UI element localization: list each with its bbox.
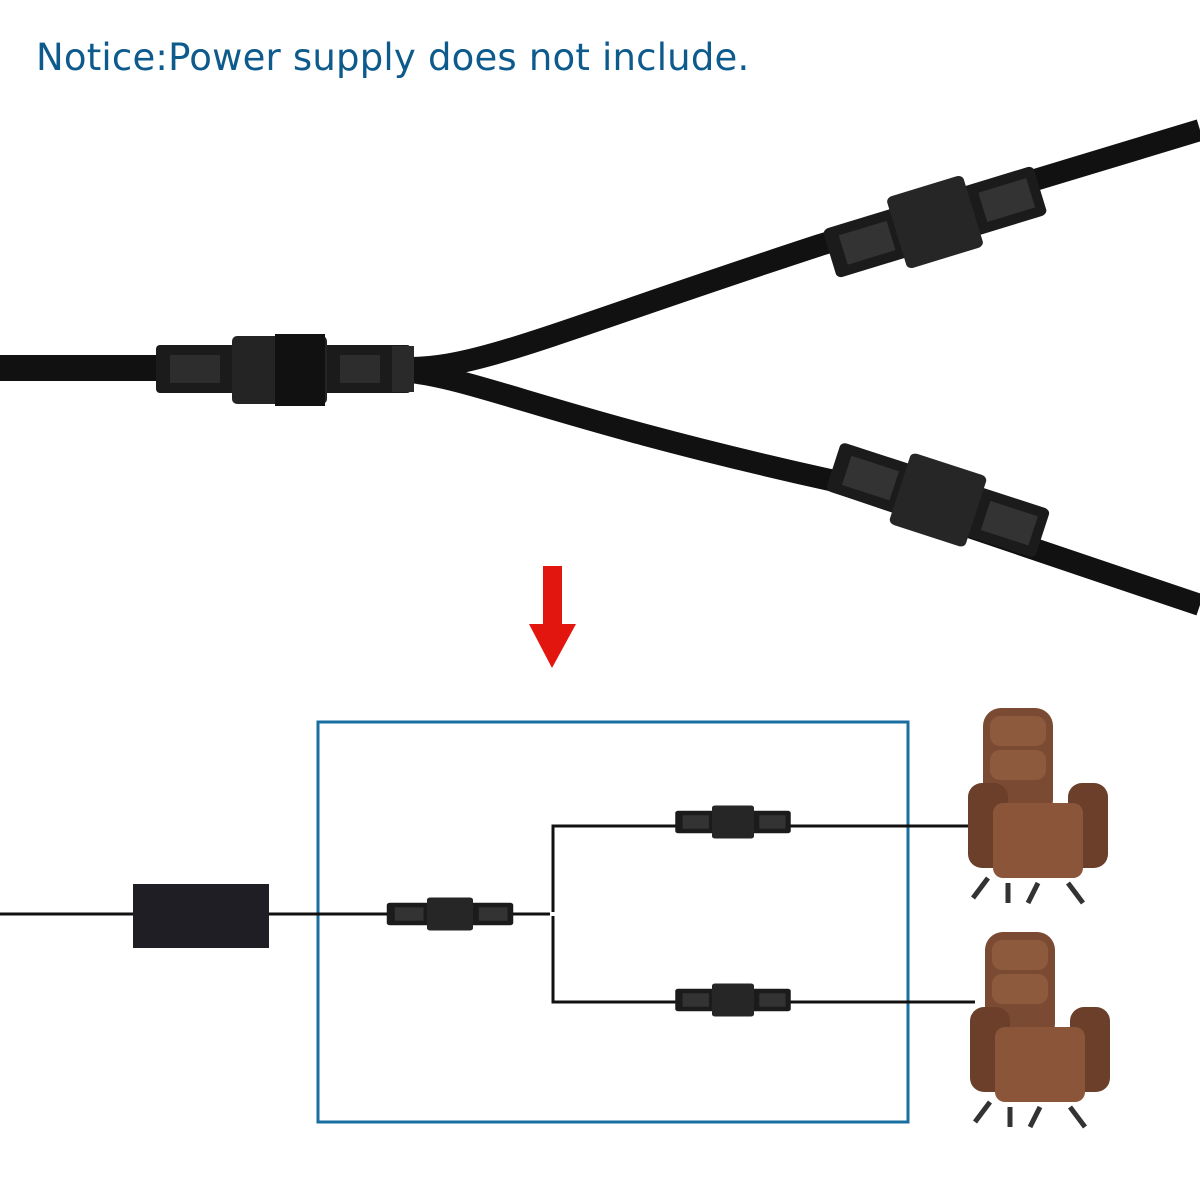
connector-icon-lower xyxy=(675,983,791,1017)
lift-chair-icon-lower xyxy=(970,932,1110,1127)
branch-connector-upper xyxy=(818,154,1052,290)
lift-chair-icon-upper xyxy=(968,708,1108,903)
y-splitter-cable xyxy=(0,119,1200,616)
product-highlight-box xyxy=(316,720,910,1124)
connector-icon-upper xyxy=(675,805,791,839)
branch-connector-lower xyxy=(821,430,1055,570)
notice-text: Notice:Power supply does not include. xyxy=(36,36,750,79)
splitter-connector xyxy=(156,334,414,406)
down-arrow-icon xyxy=(529,566,576,668)
splitter-connector-icon xyxy=(386,897,514,931)
power-adapter-icon xyxy=(133,884,269,948)
